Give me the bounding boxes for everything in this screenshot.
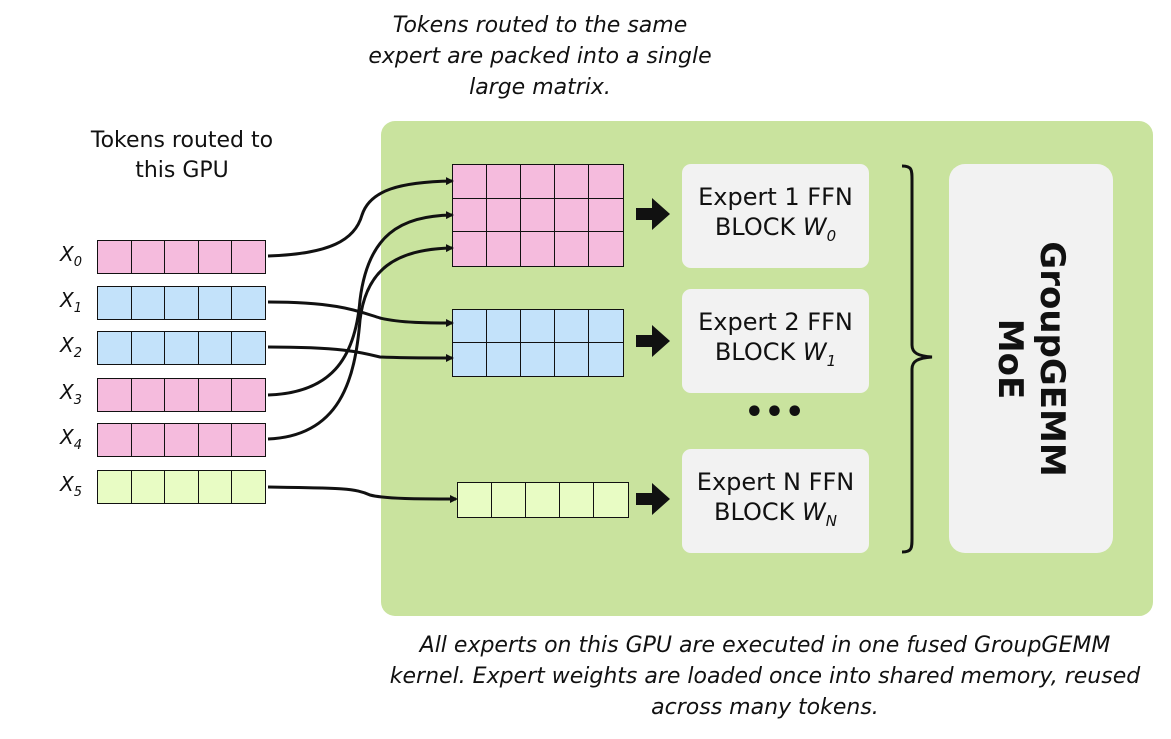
token-cell [164,286,199,320]
token-cell [197,423,233,457]
caption-line: large matrix. [469,75,611,100]
token-cell [231,240,266,274]
matrix-cell [521,198,555,232]
token-label-x5: X5 [60,472,82,500]
block-arrows [636,198,670,515]
token-label-x1: X1 [60,288,82,316]
expert-2-box: Expert 2 FFN BLOCK W1 [682,289,869,393]
token-cell [231,286,266,320]
token-label-x3: X3 [60,380,82,408]
route-arrow-x2 [267,345,454,362]
curly-brace [901,164,933,554]
token-cell [130,286,166,320]
matrix-cell [521,232,555,266]
route-arrow-x4 [267,244,454,441]
token-cell [231,331,266,365]
tokens-routed-label: Tokens routed to this GPU [62,126,302,186]
token-cell [130,240,166,274]
token-vector-x2 [97,331,266,365]
caption-line: across many tokens. [651,695,879,720]
matrix-cell [555,343,589,376]
matrix-cell [487,343,521,376]
matrix-cell [453,165,487,199]
token-cell [130,378,166,412]
matrix-cell [487,165,521,199]
caption-line: kernel. Expert weights are loaded once i… [389,664,1141,689]
matrix-cell [521,165,555,199]
matrix-cell [492,483,526,517]
matrix-cell [458,483,492,517]
route-arrow-x3 [267,211,454,397]
matrix-cell [487,198,521,232]
packed-matrix-pink [452,164,624,267]
ellipsis: ••• [744,395,806,430]
matrix-cell [589,199,623,232]
expert-title: Expert 1 FFN [698,182,853,211]
token-label-x2: X2 [60,333,82,361]
groupgemm-label: GroupGEMM MoE [989,241,1073,476]
groupgemm-line: GroupGEMM [1032,240,1072,477]
token-cell [197,378,233,412]
matrix-cell [555,165,589,199]
block-arrow-1 [636,198,670,230]
token-cell [231,470,266,504]
matrix-cell [453,198,487,232]
matrix-cell [453,310,487,343]
groupgemm-caption: All experts on this GPU are executed in … [370,630,1160,723]
matrix-cell [555,310,589,343]
token-cell [231,423,266,457]
route-arrow-x5 [267,485,458,503]
label-line: this GPU [135,158,229,183]
token-vector-x0 [97,240,266,274]
block-arrow-2 [636,325,670,357]
moe-groupgemm-box: GroupGEMM MoE [949,164,1113,553]
token-cell [130,331,166,365]
caption-line: All experts on this GPU are executed in … [419,633,1111,658]
packed-matrix-blue [452,309,624,377]
packing-caption: Tokens routed to the same expert are pac… [350,10,730,103]
expert-1-box: Expert 1 FFN BLOCK W0 [682,164,869,268]
groupgemm-line: MoE [990,318,1030,399]
token-cell [164,240,199,274]
expert-block: BLOCK W0 [714,212,837,245]
token-vector-x3 [97,378,266,412]
expert-title: Expert N FFN [696,467,855,496]
matrix-cell [487,310,521,343]
label-line: Tokens routed to [90,128,274,153]
token-vector-x1 [97,286,266,320]
expert-block: BLOCK W1 [714,337,837,370]
route-arrow-x1 [267,300,454,327]
matrix-cell [555,232,589,266]
packed-matrix-lightgreen [457,482,629,518]
token-cell [97,240,132,274]
matrix-cell [589,310,623,343]
caption-line: expert are packed into a single [368,44,712,69]
token-label-x0: X0 [60,242,82,270]
token-cell [97,423,132,457]
route-arrow-x0 [267,177,454,258]
token-vector-x4 [97,423,266,457]
expert-title: Expert 2 FFN [698,307,853,336]
matrix-cell [453,343,487,376]
token-cell [231,378,266,412]
matrix-cell [555,198,589,232]
matrix-cell [521,310,555,343]
block-arrow-3 [636,483,670,515]
matrix-cell [560,483,594,517]
token-cell [97,286,132,320]
matrix-cell [526,483,560,517]
token-cell [197,331,233,365]
matrix-cell [589,165,623,199]
token-label-x4: X4 [60,425,82,453]
caption-line: Tokens routed to the same [392,13,688,38]
token-cell [197,470,233,504]
matrix-cell [487,232,521,266]
token-cell [97,331,132,365]
expert-n-box: Expert N FFN BLOCK WN [682,449,869,553]
expert-block: BLOCK WN [714,497,837,530]
token-vector-x5 [97,470,266,504]
matrix-cell [453,232,487,266]
token-cell [164,331,199,365]
matrix-cell [521,343,555,376]
